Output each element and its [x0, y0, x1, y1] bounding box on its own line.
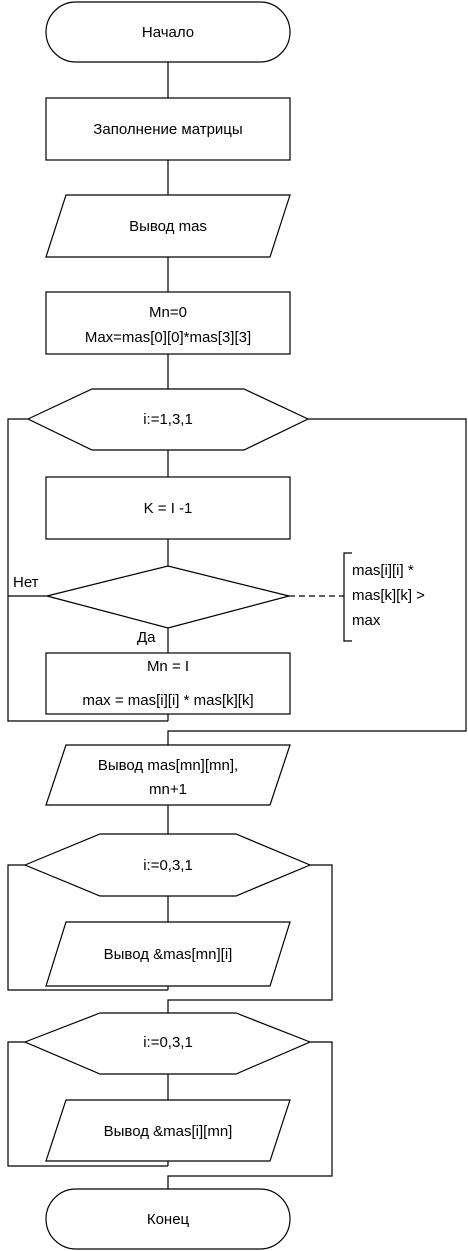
- comment-line-1: mas[i][i] *: [352, 562, 414, 579]
- output-col-io: Вывод &mas[i][mn]: [45, 1099, 291, 1162]
- end-terminator: Конец: [45, 1188, 291, 1250]
- init-line-2: Max=mas[0][0]*mas[3][3]: [85, 329, 251, 346]
- loop1-label: i:=1,3,1: [143, 411, 193, 428]
- decision-no-label: Нет: [13, 574, 39, 591]
- comment-line-2: mas[k][k] >: [352, 587, 425, 604]
- loop3-label: i:=0,3,1: [143, 1034, 193, 1051]
- decision-yes-label: Да: [137, 629, 156, 646]
- loop2-hexagon: i:=0,3,1: [23, 833, 312, 897]
- end-label: Конец: [147, 1211, 190, 1228]
- condition-decision: [46, 565, 290, 629]
- output-result-line-2: mn+1: [149, 781, 187, 798]
- update-process: Mn = I max = mas[i][i] * mas[k][k]: [45, 652, 291, 715]
- fill-matrix-process: Заполнение матрицы: [45, 97, 291, 161]
- init-line-1: Mn=0: [149, 304, 187, 321]
- output-result-io: Вывод mas[mn][mn], mn+1: [45, 744, 291, 806]
- start-terminator: Начало: [45, 1, 291, 63]
- update-line-2: max = mas[i][i] * mas[k][k]: [82, 692, 253, 709]
- k-assign-label: K = I -1: [144, 500, 193, 517]
- update-line-1: Mn = I: [147, 658, 189, 675]
- condition-comment: mas[i][i] * mas[k][k] > max: [352, 562, 425, 629]
- k-assign-process: K = I -1: [45, 476, 291, 540]
- output-result-line-1: Вывод mas[mn][mn],: [98, 757, 238, 774]
- output-row-io: Вывод &mas[mn][i]: [45, 921, 291, 987]
- fill-matrix-label: Заполнение матрицы: [93, 121, 242, 138]
- init-process: Mn=0 Max=mas[0][0]*mas[3][3]: [45, 291, 291, 355]
- output-col-label: Вывод &mas[i][mn]: [104, 1123, 233, 1140]
- output-mas-io: Вывод mas: [45, 194, 291, 258]
- output-row-label: Вывод &mas[mn][i]: [104, 946, 233, 963]
- output-mas-label: Вывод mas: [129, 218, 207, 235]
- start-label: Начало: [142, 24, 194, 41]
- loop2-label: i:=0,3,1: [143, 857, 193, 874]
- loop1-hexagon: i:=1,3,1: [26, 388, 310, 451]
- loop3-hexagon: i:=0,3,1: [23, 1012, 312, 1075]
- connector-lines: [7, 62, 467, 1189]
- comment-line-3: max: [352, 612, 381, 629]
